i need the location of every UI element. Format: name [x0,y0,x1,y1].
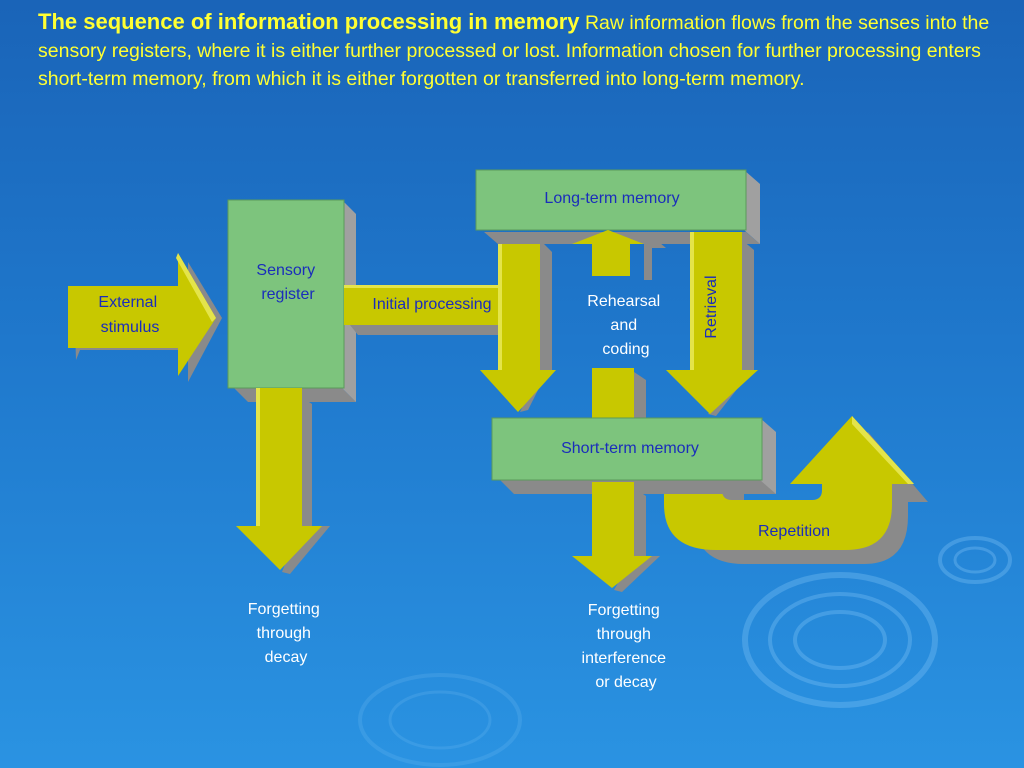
sensory-register-label: Sensory register [256,262,319,303]
forgetting-decay-label: Forgetting through decay [248,601,325,666]
forgetting-interference-label: Forgetting through interference or decay [582,602,671,691]
sensory-forgetting-arrow [236,388,330,574]
retrieval-label: Retrieval [703,275,720,338]
short-term-memory-box [491,417,776,494]
ripple-decoration [358,536,1012,767]
long-term-memory-label: Long-term memory [544,190,679,207]
stm-forgetting-arrow [572,482,660,592]
heading-body: Raw information flows from the senses in… [38,12,990,90]
external-stimulus-label: External stimulus [98,294,161,336]
short-term-memory-label: Short-term memory [561,440,699,457]
slide-heading: The sequence of information processing i… [38,8,998,93]
repetition-label: Repetition [758,523,830,540]
retrieval-arrow [666,232,758,416]
rehearsal-shaft [592,368,646,418]
initial-processing-label: Initial processing [372,296,491,313]
repetition-loop-arrow [664,416,928,564]
initial-processing-bar [344,285,522,335]
external-stimulus-arrow [68,253,222,382]
initial-processing-down-arrow [480,232,556,412]
rehearsal-up-arrow [572,230,666,280]
heading-title: The sequence of information processing i… [38,9,580,34]
rehearsal-and-coding-label: Rehearsal and coding [587,293,664,358]
